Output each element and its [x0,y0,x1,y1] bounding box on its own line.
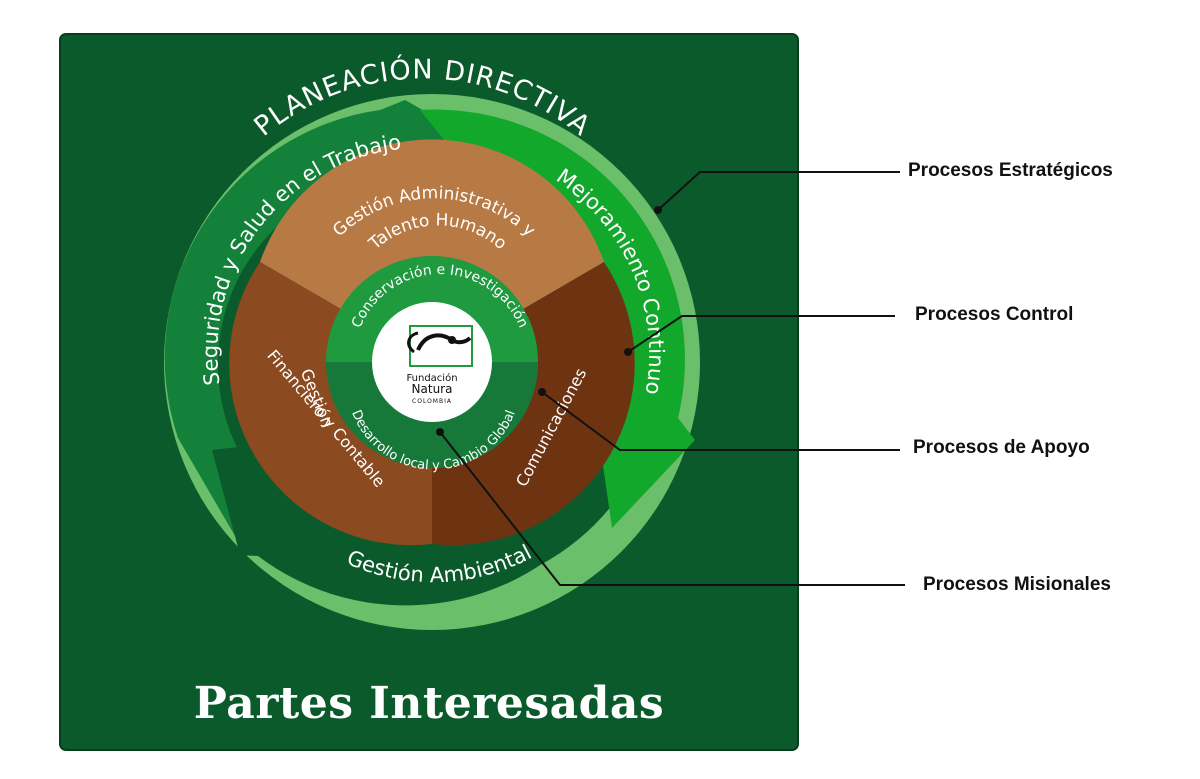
strategic-callout: Procesos Estratégicos [908,160,1113,181]
strategic-leader-line [657,171,900,211]
monkey-logo-icon [407,325,473,367]
logo-line-3: COLOMBIA [412,398,452,405]
safety-arrow [164,100,490,548]
stakeholders-title: Partes Interesadas [193,678,665,729]
improvement-arrow [420,109,695,528]
support-callout: Procesos de Apoyo [913,437,1090,458]
logo-line-1: Fundación [406,372,457,384]
support-leader-line [541,391,900,451]
control-leader-line [627,315,895,353]
logo-line-2: Natura [412,382,453,396]
missional-leader-line [439,431,905,586]
control-marker [624,348,632,356]
missional-marker [436,428,444,436]
support-marker [538,388,546,396]
missional-callout: Procesos Misionales [923,574,1111,595]
strategic-marker [654,206,662,214]
control-callout: Procesos Control [915,304,1074,325]
